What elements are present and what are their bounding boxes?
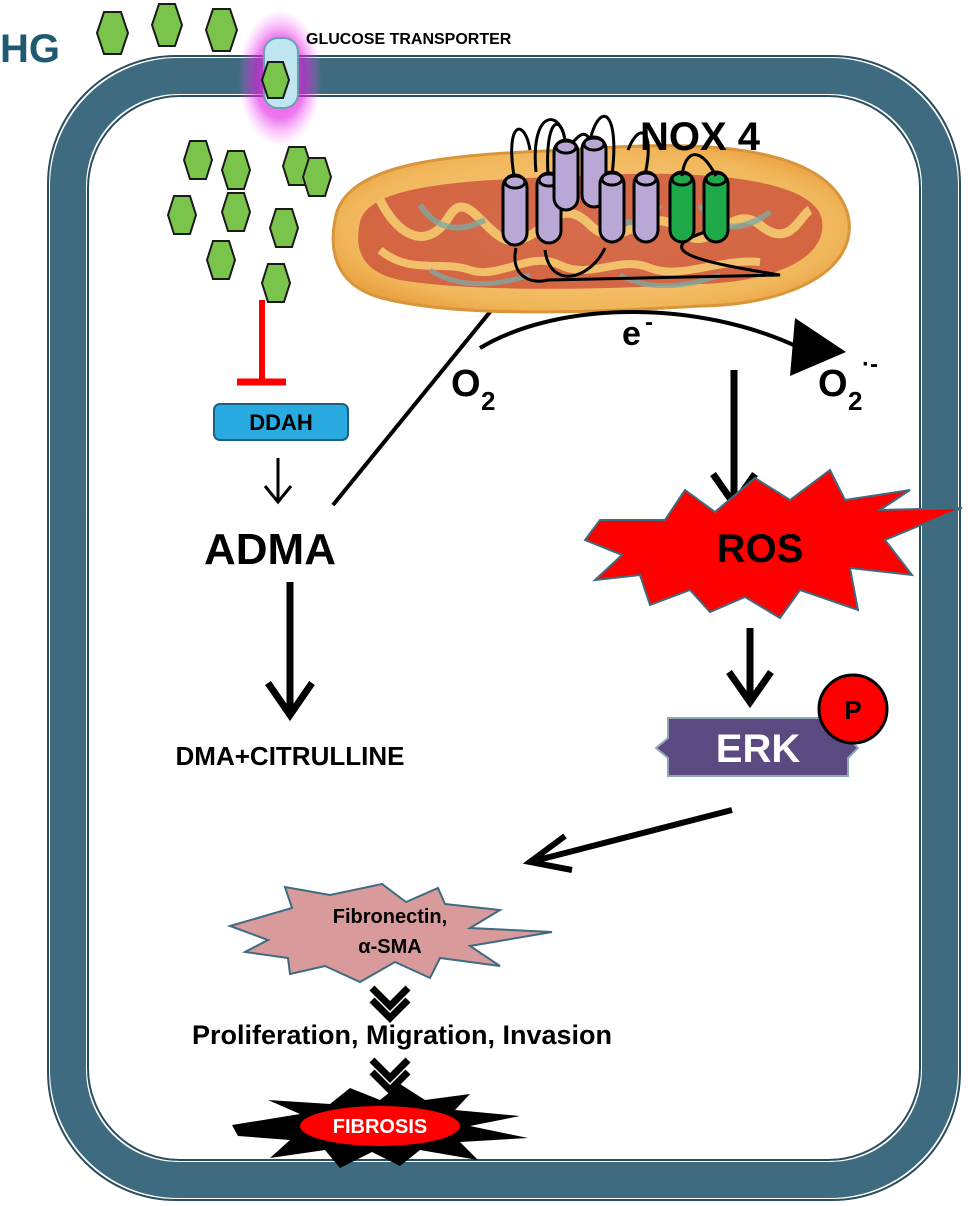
cell-membrane-inner-outline [87, 95, 921, 1161]
dma-citrulline-label: DMA+CITRULLINE [176, 741, 405, 771]
nox4-helix-cap [582, 136, 606, 152]
electron-label: e [622, 315, 641, 353]
glucose-molecule [166, 195, 198, 235]
fibronectin-label: Fibronectin, [333, 906, 447, 928]
hg-label: HG [0, 27, 60, 71]
glucose-molecule [204, 8, 239, 52]
electron-charge: - [645, 309, 653, 336]
electron-transfer-arrow [478, 310, 801, 350]
ros-to-erk-arrowhead [726, 669, 774, 709]
nox4-helix-cap [554, 139, 578, 155]
intracellular-glucose [166, 140, 333, 303]
ddah-label: DDAH [249, 410, 313, 435]
glucose-molecule [182, 140, 214, 180]
phospho-label: P [844, 695, 861, 725]
adma-to-nox4-arrow [331, 273, 522, 507]
fibronectin-to-outcomes-arrowhead [369, 985, 411, 1011]
nox4-label: NOX 4 [640, 115, 761, 159]
nox4-helix-cap [634, 171, 658, 187]
outcomes-label: Proliferation, Migration, Invasion [192, 1020, 612, 1050]
outcomes-to-fibrosis-arrowhead [369, 1069, 411, 1095]
ros-label: ROS [717, 527, 804, 571]
glucose-transporter-label: GLUCOSE TRANSPORTER [306, 31, 512, 48]
fibrosis-label: FIBROSIS [333, 1116, 427, 1138]
o2-label: O [451, 363, 481, 405]
glucose-molecule [301, 157, 333, 197]
glucose-molecule [260, 61, 291, 99]
electron-transfer-arrowhead [790, 318, 846, 376]
fibrosis-burst [300, 1106, 460, 1146]
glucose-molecule [220, 192, 252, 232]
ddah-to-adma-arrowhead [263, 485, 293, 505]
glucose-molecule [150, 3, 184, 47]
nox4-helix-cap [503, 174, 527, 190]
superoxide-subscript: 2 [848, 386, 862, 416]
phospho-circle [817, 673, 889, 745]
erk-label: ERK [716, 727, 801, 771]
fibronectin-star [226, 882, 553, 984]
ros-burst [583, 468, 963, 620]
erk-to-fibronectin-arrowhead [522, 833, 573, 873]
adma-label: ADMA [204, 525, 336, 574]
glucose-molecule [220, 150, 252, 190]
ddah-box [213, 403, 349, 441]
superoxide-label: O [818, 363, 848, 405]
adma-to-dma-arrowhead [265, 681, 315, 722]
cell-membrane-outline [47, 55, 961, 1201]
glucose-molecule [205, 240, 237, 280]
cell-membrane [50, 58, 958, 1198]
o2-subscript: 2 [481, 386, 495, 416]
glucose-molecule [260, 263, 292, 303]
fibronectin-to-outcomes-arrowhead [369, 997, 411, 1023]
outcomes-to-fibrosis-arrowhead [369, 1057, 411, 1083]
erk-to-fibronectin-arrow [537, 807, 733, 863]
superoxide-superscript: ·- [862, 351, 878, 378]
nox4-helices [501, 135, 730, 247]
alpha-sma-label: α-SMA [358, 936, 421, 958]
glucose-molecule [268, 208, 300, 248]
glucose-molecule [95, 11, 130, 55]
nox4-helix-cap [600, 171, 624, 187]
